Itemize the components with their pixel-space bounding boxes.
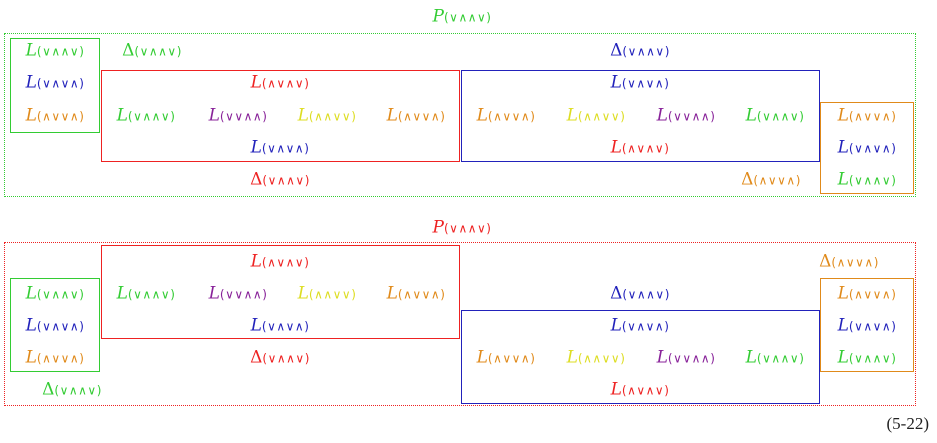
equation-number: (5-22): [886, 414, 929, 433]
d1-blue-box: [461, 70, 820, 162]
d1-right-col-0: L(∧∨∨∧): [837, 105, 897, 126]
d1-left-col-0: L(∨∧∧∨): [25, 40, 85, 61]
d2-blue-bot: L(∧∨∧∨): [610, 379, 670, 400]
d2-red-mid-1: L(∨∨∧∧): [208, 283, 268, 304]
d2-right-col-0: L(∧∨∨∧): [837, 283, 897, 304]
d2-blue-box: [461, 310, 820, 404]
d2-right-orange-box: [820, 278, 914, 372]
d1-red-mid-2: L(∧∧∨∨): [297, 105, 357, 126]
d2-red-mid-0: L(∨∧∧∨): [116, 283, 176, 304]
d1-top-delta-green: Δ(∨∧∧∨): [122, 40, 182, 61]
d2-orange-delta: Δ(∧∨∨∧): [819, 251, 879, 272]
d2-left-green-box: [10, 278, 100, 372]
d2-left-col-0: L(∨∧∧∨): [25, 283, 85, 304]
d1-blue-mid-2: L(∨∨∧∧): [656, 105, 716, 126]
d1-left-col-1: L(∨∧∨∧): [25, 72, 85, 93]
d2-blue-mid-0: L(∧∨∨∧): [476, 347, 536, 368]
d1-blue-bot: L(∧∨∧∨): [610, 137, 670, 158]
d1-blue-mid-0: L(∧∨∨∧): [476, 105, 536, 126]
d1-right-orange-box: [820, 102, 914, 194]
d2-left-col-2: L(∧∨∨∧): [25, 347, 85, 368]
d2-outer-red-dotted-box: [4, 242, 916, 406]
d1-right-col-1: L(∨∧∨∧): [837, 137, 897, 158]
d1-red-top: L(∧∨∧∨): [250, 72, 310, 93]
d2-green-delta: Δ(∨∧∧∨): [42, 379, 102, 400]
d1-red-mid-0: L(∨∧∧∨): [116, 105, 176, 126]
d1-blue-top: L(∨∧∨∧): [610, 72, 670, 93]
d1-left-col-2: L(∧∨∨∧): [25, 105, 85, 126]
d2-red-mid-2: L(∧∧∨∨): [297, 283, 357, 304]
d2-blue-top: L(∨∧∨∧): [610, 315, 670, 336]
d2-blue-delta: Δ(∨∧∧∨): [610, 283, 670, 304]
d1-right-col-2: L(∨∧∧∨): [837, 169, 897, 190]
d2-title: P(∨∧∧∨): [432, 217, 492, 238]
d1-left-green-box: [10, 38, 100, 133]
d1-top-delta-blue: Δ(∨∧∧∨): [610, 40, 670, 61]
d1-blue-mid-1: L(∧∧∨∨): [566, 105, 626, 126]
d1-blue-mid-3: L(∨∧∧∨): [745, 105, 805, 126]
d2-right-col-1: L(∨∧∨∧): [837, 315, 897, 336]
d2-blue-mid-3: L(∨∧∧∨): [745, 347, 805, 368]
d2-right-col-2: L(∨∧∧∨): [837, 347, 897, 368]
d1-red-mid-1: L(∨∨∧∧): [208, 105, 268, 126]
d1-red-delta: Δ(∨∧∧∨): [250, 169, 310, 190]
d1-red-mid-3: L(∧∨∨∧): [386, 105, 446, 126]
d2-red-delta: Δ(∨∧∧∨): [250, 347, 310, 368]
d2-blue-mid-2: L(∨∨∧∧): [656, 347, 716, 368]
d1-title: P(∨∧∧∨): [432, 6, 492, 27]
d1-red-bot: L(∨∧∨∧): [250, 137, 310, 158]
d2-red-box: [101, 245, 460, 339]
d2-red-bot: L(∨∧∨∧): [250, 315, 310, 336]
d2-red-mid-3: L(∧∨∨∧): [386, 283, 446, 304]
d1-orange-delta: Δ(∧∨∨∧): [741, 169, 801, 190]
d2-blue-mid-1: L(∧∧∨∨): [566, 347, 626, 368]
d1-red-box: [101, 70, 460, 162]
d2-red-top: L(∧∨∧∨): [250, 251, 310, 272]
d1-outer-green-dotted-box: [4, 33, 916, 197]
d2-left-col-1: L(∨∧∨∧): [25, 315, 85, 336]
